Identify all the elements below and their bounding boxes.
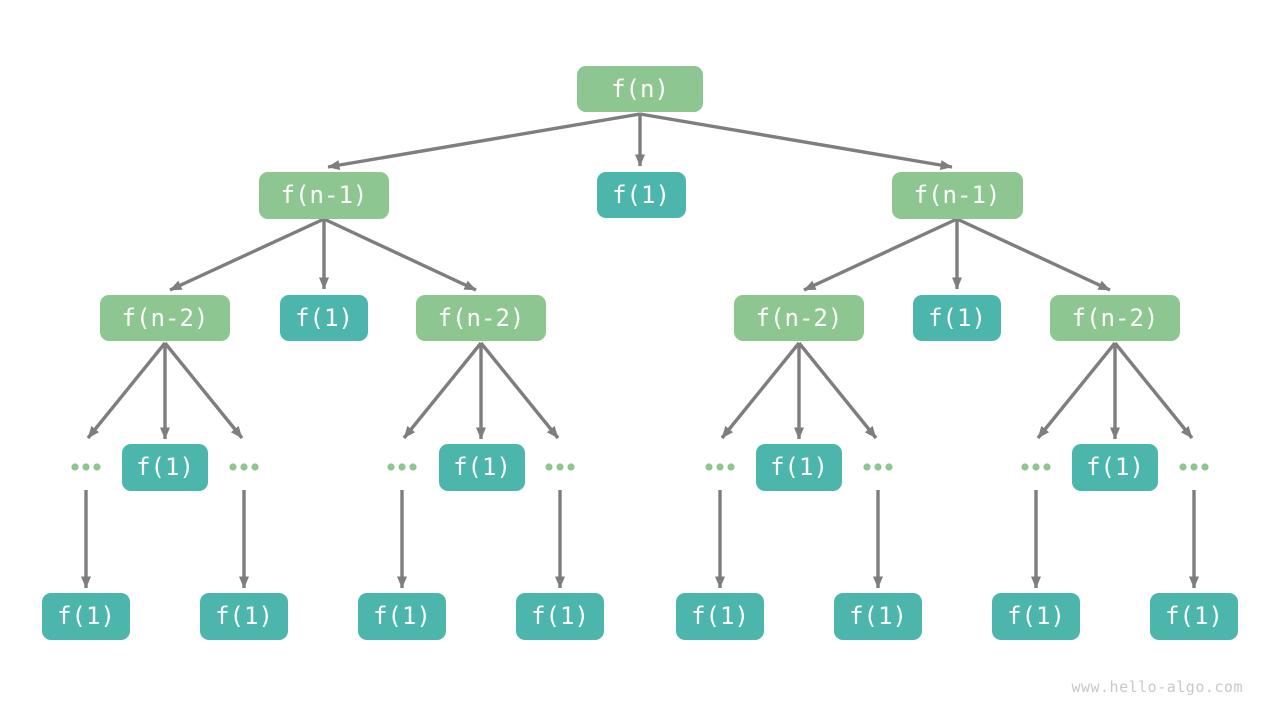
tree-node-level3: f(n-2) <box>734 295 864 341</box>
ellipsis-dot <box>885 463 893 471</box>
tree-edge <box>639 112 953 171</box>
tree-node-level2: f(n-1) <box>259 171 389 219</box>
tree-node-level3: f(n-2) <box>1050 295 1180 341</box>
ellipsis-dot <box>93 463 101 471</box>
tree-edge <box>327 112 641 171</box>
tree-node-level5: f(1) <box>42 592 130 640</box>
tree-edge <box>956 217 1111 292</box>
tree-node-level3: f(1) <box>913 295 1001 341</box>
tree-node-level5: f(1) <box>1150 592 1238 640</box>
arrow-edges <box>81 112 1199 589</box>
tree-node-level2: f(n-1) <box>891 171 1023 219</box>
tree-edge <box>1113 341 1194 440</box>
ellipsis-dot <box>82 463 90 471</box>
ellipsis-dot <box>1032 463 1040 471</box>
ellipsis-dot <box>398 463 406 471</box>
tree-node-level5: f(1) <box>992 592 1080 640</box>
tree-node-level3: f(1) <box>280 295 368 341</box>
tree-edge <box>86 341 167 440</box>
tree-edge <box>720 341 801 440</box>
ellipsis-dot <box>251 463 259 471</box>
ellipsis-dot <box>863 463 871 471</box>
ellipsis-dot <box>567 463 575 471</box>
ellipsis-dot <box>556 463 564 471</box>
ellipsis-dot <box>409 463 417 471</box>
ellipsis-dot <box>545 463 553 471</box>
watermark: www.hello-algo.com <box>1071 678 1243 696</box>
tree-node-level5: f(1) <box>516 592 604 640</box>
ellipsis-dot <box>716 463 724 471</box>
ellipsis-dot <box>240 463 248 471</box>
tree-node-level5: f(1) <box>200 592 288 640</box>
tree-node-level4: f(1) <box>1072 443 1158 491</box>
ellipsis-dot <box>1179 463 1187 471</box>
ellipsis-dot <box>1190 463 1198 471</box>
tree-edge <box>1036 341 1117 440</box>
tree-node-level5: f(1) <box>358 592 446 640</box>
ellipsis-dot <box>727 463 735 471</box>
ellipsis-dot <box>71 463 79 471</box>
tree-node-level1: f(n) <box>577 66 703 112</box>
tree-node-level4: f(1) <box>122 443 208 491</box>
tree-edge <box>402 341 483 440</box>
tree-node-level3: f(n-2) <box>416 295 546 341</box>
tree-node-level5: f(1) <box>676 592 764 640</box>
ellipsis-dot <box>387 463 395 471</box>
tree-edge <box>479 341 560 440</box>
tree-node-level4: f(1) <box>756 443 842 491</box>
tree-edge <box>797 341 878 440</box>
tree-edge <box>163 341 244 440</box>
tree-node-level2: f(1) <box>596 172 686 218</box>
tree-node-level5: f(1) <box>834 592 922 640</box>
ellipsis-dot <box>1043 463 1051 471</box>
tree-edge <box>169 217 325 292</box>
tree-edge <box>803 217 958 292</box>
tree-node-level4: f(1) <box>439 443 525 491</box>
ellipsis-dot <box>229 463 237 471</box>
ellipsis-dot <box>1021 463 1029 471</box>
ellipsis-dot <box>1201 463 1209 471</box>
tree-edge <box>323 217 477 292</box>
ellipsis-dot <box>705 463 713 471</box>
ellipsis-dot <box>874 463 882 471</box>
ellipsis-dots <box>71 463 1209 471</box>
tree-node-level3: f(n-2) <box>100 295 230 341</box>
